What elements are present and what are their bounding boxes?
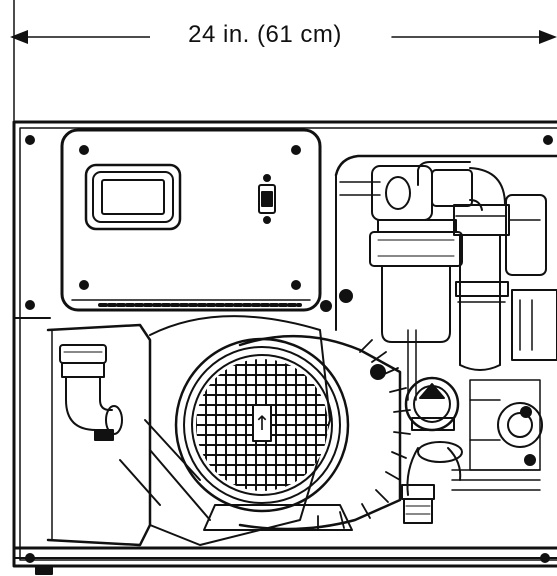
plumbing-compartment bbox=[334, 154, 557, 401]
power-switch bbox=[258, 174, 276, 224]
pump-housing bbox=[46, 315, 331, 547]
width-dimension-label: 24 in. (61 cm) bbox=[150, 18, 380, 52]
control-box-screw bbox=[291, 280, 301, 290]
cable-gland bbox=[320, 300, 332, 312]
cable-gland bbox=[370, 364, 386, 380]
right-frame-hardware bbox=[520, 406, 536, 466]
display-window bbox=[84, 163, 182, 231]
electric-motor: ↑ bbox=[174, 289, 411, 531]
outlet-elbow-fitting bbox=[401, 441, 541, 524]
rotation-arrow-badge: ↑ bbox=[252, 404, 272, 442]
frame-bolt bbox=[543, 135, 553, 145]
left-arrowhead bbox=[10, 30, 28, 44]
control-box-screw bbox=[291, 145, 301, 155]
svg-text:↑: ↑ bbox=[254, 411, 271, 435]
control-box-screw bbox=[79, 280, 89, 290]
control-box bbox=[60, 128, 322, 312]
right-arrowhead bbox=[539, 30, 557, 44]
cabinet-frame bbox=[12, 120, 557, 575]
cable-gland bbox=[339, 289, 353, 303]
frame-bolt bbox=[25, 553, 35, 563]
discharge-piping bbox=[417, 161, 557, 371]
strainer-filter bbox=[369, 165, 463, 343]
valve-assembly bbox=[404, 376, 543, 471]
control-box-screw bbox=[79, 145, 89, 155]
frame-foot bbox=[35, 565, 53, 575]
frame-bolt bbox=[25, 135, 35, 145]
frame-bolt bbox=[25, 300, 35, 310]
motor-cooling-fins bbox=[317, 339, 411, 531]
frame-bolt bbox=[540, 553, 550, 563]
width-dimension-line bbox=[10, 0, 557, 121]
inlet-elbow-fitting bbox=[59, 344, 123, 441]
